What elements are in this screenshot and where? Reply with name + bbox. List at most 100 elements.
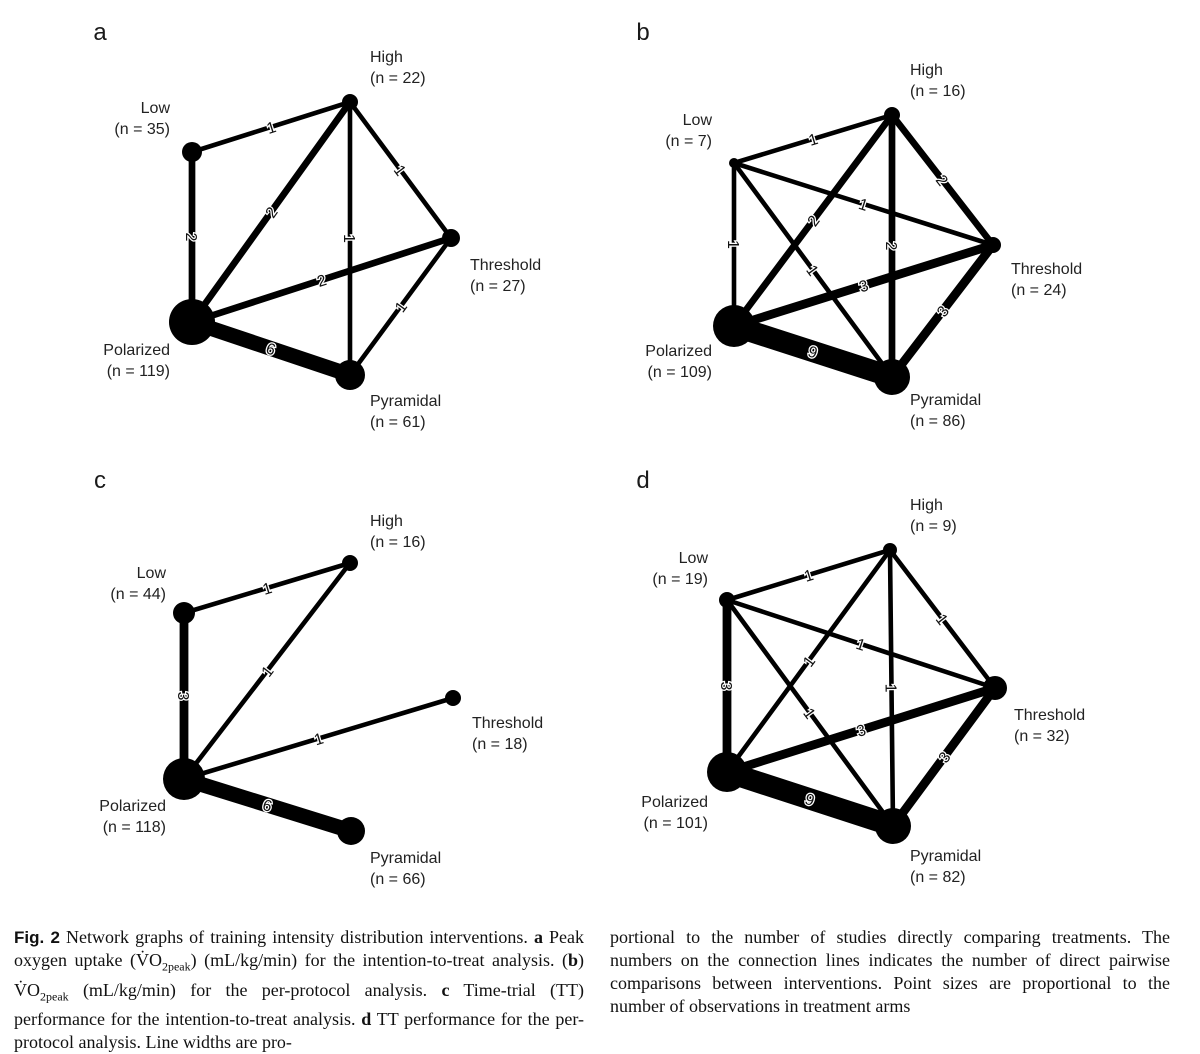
node-high <box>342 94 358 110</box>
node-high <box>884 107 900 123</box>
panel-letter: a <box>93 19 107 46</box>
edge-polarized-pyramidal <box>723 315 903 388</box>
figure-caption-left: Fig. 2 Network graphs of training intens… <box>14 926 584 1054</box>
edge-polarized-threshold <box>181 695 456 782</box>
node-count-polarized: (n = 119) <box>107 363 170 380</box>
node-polarized <box>713 305 755 347</box>
edge-label: 1 <box>261 580 275 599</box>
caption-text: ) (mL/kg/min) for the intention-to-treat… <box>190 950 568 970</box>
caption-panel-ref: a <box>533 927 543 947</box>
node-count-pyramidal: (n = 86) <box>910 413 966 430</box>
caption-text: Peak oxygen uptake ( <box>14 927 584 970</box>
edge-polarized-threshold <box>188 234 455 326</box>
node-polarized <box>169 299 215 345</box>
node-label-threshold: Threshold <box>1014 707 1085 724</box>
caption-text: (mL/kg/min) for the per-protocol analysi… <box>68 979 442 1000</box>
panel-letter: c <box>94 467 106 494</box>
panel-letter: d <box>636 467 649 494</box>
edge-low-high <box>181 560 353 616</box>
node-count-threshold: (n = 27) <box>470 278 526 295</box>
edge-label: 1 <box>724 240 741 249</box>
edge-polarized-threshold <box>729 240 998 331</box>
caption-text: ) <box>578 950 584 970</box>
node-label-low: Low <box>137 565 167 582</box>
edge-threshold-pyramidal <box>347 235 454 378</box>
node-count-polarized: (n = 101) <box>644 815 708 832</box>
edge-label: 1 <box>802 567 816 586</box>
edge-label: 1 <box>312 730 326 749</box>
node-label-threshold: Threshold <box>1011 261 1082 278</box>
node-count-low: (n = 19) <box>652 571 708 588</box>
edge-low-threshold <box>724 597 998 691</box>
node-count-high: (n = 9) <box>910 518 957 535</box>
edge-label: 3 <box>174 692 191 701</box>
node-pyramidal <box>335 360 365 390</box>
edge-high-threshold <box>887 547 998 691</box>
node-label-polarized: Polarized <box>103 342 170 359</box>
edge-polarized-high <box>730 111 896 330</box>
node-count-high: (n = 16) <box>910 83 966 100</box>
node-count-pyramidal: (n = 66) <box>370 871 426 888</box>
node-count-high: (n = 16) <box>370 534 426 551</box>
node-pyramidal <box>875 808 911 844</box>
edge-low-threshold <box>731 160 996 248</box>
node-count-polarized: (n = 109) <box>648 364 712 381</box>
caption-vo2: V̇O <box>14 979 40 1000</box>
caption-vo2: V̇O <box>135 950 162 970</box>
node-label-low: Low <box>683 112 713 129</box>
caption-panel-ref: c <box>441 979 450 1000</box>
node-label-high: High <box>370 513 403 530</box>
node-label-pyramidal: Pyramidal <box>370 393 441 410</box>
node-label-low: Low <box>679 550 709 567</box>
node-label-high: High <box>370 49 403 66</box>
node-label-low: Low <box>141 100 171 117</box>
edge-label: 2 <box>882 242 899 251</box>
node-label-polarized: Polarized <box>99 798 166 815</box>
node-count-threshold: (n = 32) <box>1014 728 1070 745</box>
panel-letter: b <box>636 19 649 46</box>
edge-polarized-pyramidal <box>184 314 358 383</box>
edge-threshold-pyramidal <box>887 240 998 382</box>
node-threshold <box>442 229 460 247</box>
caption-figure-label: Fig. 2 <box>14 928 60 947</box>
edge-label: 2 <box>182 233 199 242</box>
edge-polarized-pyramidal <box>716 761 904 837</box>
node-pyramidal <box>874 359 910 395</box>
node-label-pyramidal: Pyramidal <box>370 850 441 867</box>
node-threshold <box>985 237 1001 253</box>
edge-polarized-high <box>181 560 353 782</box>
node-count-threshold: (n = 18) <box>472 736 528 753</box>
edge-label: 1 <box>881 683 898 692</box>
edge-low-pyramidal <box>724 597 896 829</box>
node-label-pyramidal: Pyramidal <box>910 392 981 409</box>
edge-label: 1 <box>340 234 357 243</box>
edge-low-high <box>731 112 895 166</box>
node-low <box>719 592 735 608</box>
node-low <box>182 142 202 162</box>
edge-polarized-threshold <box>722 683 1000 777</box>
node-count-threshold: (n = 24) <box>1011 282 1067 299</box>
node-low <box>729 158 739 168</box>
node-count-pyramidal: (n = 61) <box>370 414 426 431</box>
edge-label: 1 <box>265 119 279 138</box>
node-count-polarized: (n = 118) <box>103 819 166 836</box>
caption-text: Time-trial (TT) performance for the inte… <box>14 979 584 1030</box>
caption-text: Network graphs of training intensity dis… <box>59 927 534 947</box>
node-count-low: (n = 35) <box>114 121 170 138</box>
node-label-threshold: Threshold <box>472 715 543 732</box>
node-label-threshold: Threshold <box>470 257 541 274</box>
node-label-high: High <box>910 62 943 79</box>
node-threshold <box>983 676 1007 700</box>
edge-low-high <box>189 99 353 155</box>
node-label-high: High <box>910 497 943 514</box>
node-count-low: (n = 44) <box>110 586 166 603</box>
edge-polarized-high <box>724 547 893 775</box>
caption-text: TT performance for the per-protocol anal… <box>14 1009 584 1053</box>
node-low <box>173 602 195 624</box>
caption-panel-ref: b <box>567 950 578 970</box>
edge-label: 1 <box>807 131 821 150</box>
